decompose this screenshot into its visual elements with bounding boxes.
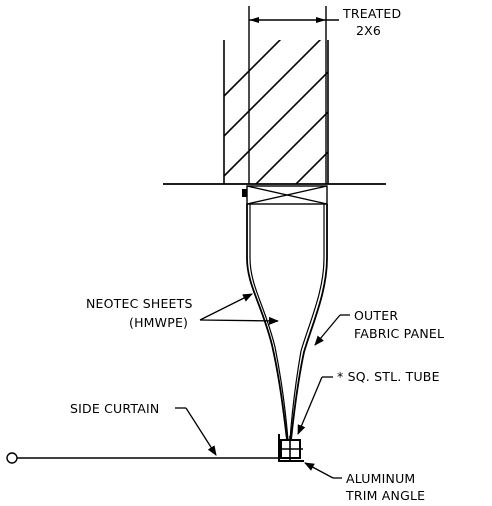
- dimension-2x6: [248, 6, 339, 184]
- blocking-cross: [242, 185, 328, 205]
- size-label: 2X6: [356, 23, 381, 38]
- neotec-label: NEOTEC SHEETS: [86, 296, 193, 311]
- square-tube: [278, 434, 304, 462]
- lumber-hatch: [223, 40, 329, 184]
- leaders: [175, 293, 350, 479]
- hmwpe-label: (HMWPE): [129, 315, 188, 330]
- side-curtain-line: [6, 452, 281, 464]
- panel-body: [246, 204, 328, 441]
- aluminum-label: ALUMINUM: [346, 471, 415, 486]
- side-curtain-label: SIDE CURTAIN: [70, 401, 159, 416]
- treated-label: TREATED: [342, 6, 401, 21]
- fabric-panel-label: FABRIC PANEL: [354, 326, 444, 341]
- outer-label: OUTER: [354, 308, 398, 323]
- tube-label: * SQ. STL. TUBE: [337, 369, 440, 384]
- trim-angle-label: TRIM ANGLE: [345, 488, 425, 503]
